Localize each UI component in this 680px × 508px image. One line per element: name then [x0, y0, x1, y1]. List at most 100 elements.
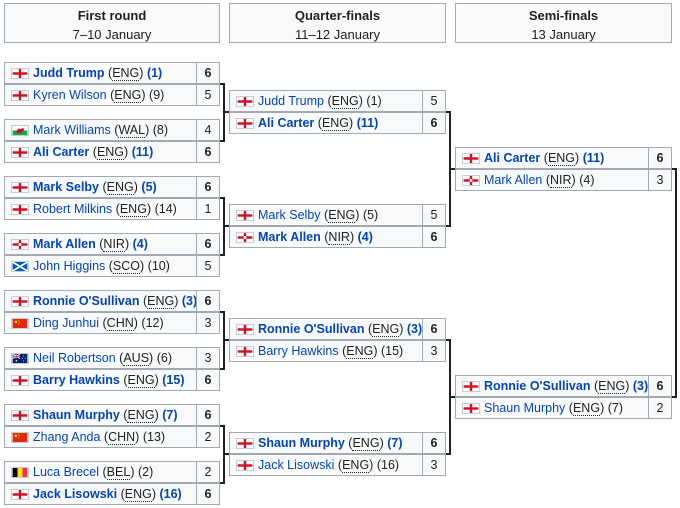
- player-name-link[interactable]: Mark Williams: [33, 123, 111, 137]
- bracket-connector: [220, 425, 224, 427]
- nationality-abbr[interactable]: ENG: [106, 180, 134, 195]
- player-name-link[interactable]: Ali Carter: [258, 116, 315, 130]
- score: 6: [422, 227, 445, 247]
- score: 6: [196, 370, 219, 390]
- nationality-abbr[interactable]: ENG: [321, 116, 350, 131]
- player-name-link[interactable]: Mark Selby: [258, 208, 321, 222]
- score: 6: [648, 148, 671, 168]
- nationality-abbr[interactable]: ENG: [547, 151, 576, 166]
- player-name-link[interactable]: Judd Trump: [258, 94, 325, 108]
- round-title: First round: [77, 8, 147, 23]
- england-flag-icon: [11, 147, 29, 158]
- player-name-link[interactable]: Jack Lisowski: [33, 487, 118, 501]
- nationality-abbr[interactable]: NIR: [328, 230, 350, 245]
- seed: (5): [362, 208, 379, 222]
- nationality-abbr[interactable]: ENG: [124, 487, 152, 502]
- player-row: Ronnie O'Sullivan (ENG) (3)6: [4, 290, 220, 312]
- player-entry: Mark Allen (NIR) (4): [258, 230, 373, 245]
- player-name-link[interactable]: Kyren Wilson: [33, 88, 107, 102]
- player-entry: John Higgins (SCO) (10): [33, 259, 170, 274]
- nationality-abbr[interactable]: ENG: [598, 379, 626, 394]
- player-row: Neil Robertson (AUS) (6)3: [4, 347, 220, 369]
- england-flag-icon: [236, 210, 254, 221]
- nationality-abbr[interactable]: WAL: [118, 123, 146, 138]
- player-row: Ding Junhui (CHN) (12)3: [4, 312, 220, 334]
- player-row: Shaun Murphy (ENG) (7)6: [229, 432, 446, 454]
- seed: (6): [156, 351, 172, 365]
- nationality-abbr[interactable]: ENG: [352, 436, 380, 451]
- score: 6: [196, 63, 219, 83]
- player-name-link[interactable]: Shaun Murphy: [33, 408, 120, 422]
- player-name-link[interactable]: Jack Lisowski: [258, 458, 335, 472]
- nationality-abbr[interactable]: BEL: [106, 465, 131, 480]
- player-name-link[interactable]: Barry Hawkins: [258, 344, 339, 358]
- bracket-connector: [220, 197, 224, 199]
- nationality-abbr[interactable]: ENG: [328, 208, 356, 223]
- nationality-abbr[interactable]: ENG: [96, 145, 125, 160]
- northern-ireland-flag-icon: [11, 239, 29, 250]
- player-name-link[interactable]: Ronnie O'Sullivan: [258, 322, 365, 336]
- player-row: Mark Allen (NIR) (4)3: [455, 169, 672, 191]
- player-entry: Ronnie O'Sullivan (ENG) (3): [258, 322, 423, 337]
- nationality-abbr[interactable]: ENG: [119, 202, 147, 217]
- player-name-link[interactable]: Neil Robertson: [33, 351, 116, 365]
- nationality-abbr[interactable]: ENG: [127, 408, 155, 423]
- player-name-link[interactable]: Ronnie O'Sullivan: [484, 379, 591, 393]
- score: 1: [196, 199, 219, 219]
- player-name-link[interactable]: Zhang Anda: [33, 430, 101, 444]
- player-entry: Barry Hawkins (ENG) (15): [33, 373, 185, 388]
- nationality-abbr[interactable]: ENG: [331, 94, 359, 109]
- seed: (4): [579, 173, 595, 187]
- player-name-link[interactable]: Ding Junhui: [33, 316, 100, 330]
- nationality-abbr[interactable]: ENG: [372, 322, 400, 337]
- player-entry: Jack Lisowski (ENG) (16): [33, 487, 182, 502]
- player-name-link[interactable]: Robert Milkins: [33, 202, 113, 216]
- nationality-abbr[interactable]: CHN: [108, 430, 136, 445]
- player-name-link[interactable]: Ali Carter: [33, 145, 90, 159]
- player-name-link[interactable]: Ronnie O'Sullivan: [33, 294, 140, 308]
- score: 5: [422, 91, 445, 111]
- nationality-abbr[interactable]: AUS: [123, 351, 150, 366]
- england-flag-icon: [236, 118, 254, 129]
- player-name-link[interactable]: Mark Selby: [33, 180, 100, 194]
- seed: (10): [147, 259, 170, 273]
- nationality-abbr[interactable]: ENG: [114, 88, 142, 103]
- score: 3: [648, 170, 671, 190]
- player-name-link[interactable]: Judd Trump: [33, 66, 105, 80]
- nationality-abbr[interactable]: ENG: [572, 401, 601, 416]
- nationality-abbr[interactable]: ENG: [127, 373, 155, 388]
- nationality-abbr[interactable]: ENG: [342, 458, 370, 473]
- bracket-connector: [672, 168, 676, 170]
- england-flag-icon: [11, 182, 29, 193]
- nationality-abbr[interactable]: SCO: [112, 259, 141, 274]
- player-name-link[interactable]: Mark Allen: [33, 237, 96, 251]
- player-name-link[interactable]: Ali Carter: [484, 151, 541, 165]
- player-name-link[interactable]: Luca Brecel: [33, 465, 100, 479]
- player-name-link[interactable]: John Higgins: [33, 259, 106, 273]
- nationality-abbr[interactable]: NIR: [103, 237, 125, 252]
- nationality-abbr[interactable]: ENG: [346, 344, 374, 359]
- score: 5: [196, 85, 219, 105]
- seed: (2): [137, 465, 154, 479]
- nationality-abbr[interactable]: CHN: [106, 316, 134, 331]
- bracket-connector: [220, 311, 224, 313]
- nationality-abbr[interactable]: ENG: [112, 66, 140, 81]
- player-row: Jack Lisowski (ENG) (16)6: [4, 483, 220, 505]
- bracket-connector: [446, 453, 450, 455]
- player-name-link[interactable]: Mark Allen: [258, 230, 321, 244]
- seed: (7): [162, 408, 178, 422]
- score: 6: [196, 405, 219, 425]
- player-name-link[interactable]: Shaun Murphy: [484, 401, 566, 415]
- nationality-abbr[interactable]: ENG: [147, 294, 175, 309]
- player-name-link[interactable]: Shaun Murphy: [258, 436, 345, 450]
- nationality-abbr[interactable]: NIR: [550, 173, 572, 188]
- player-name-link[interactable]: Mark Allen: [484, 173, 543, 187]
- player-name-link[interactable]: Barry Hawkins: [33, 373, 120, 387]
